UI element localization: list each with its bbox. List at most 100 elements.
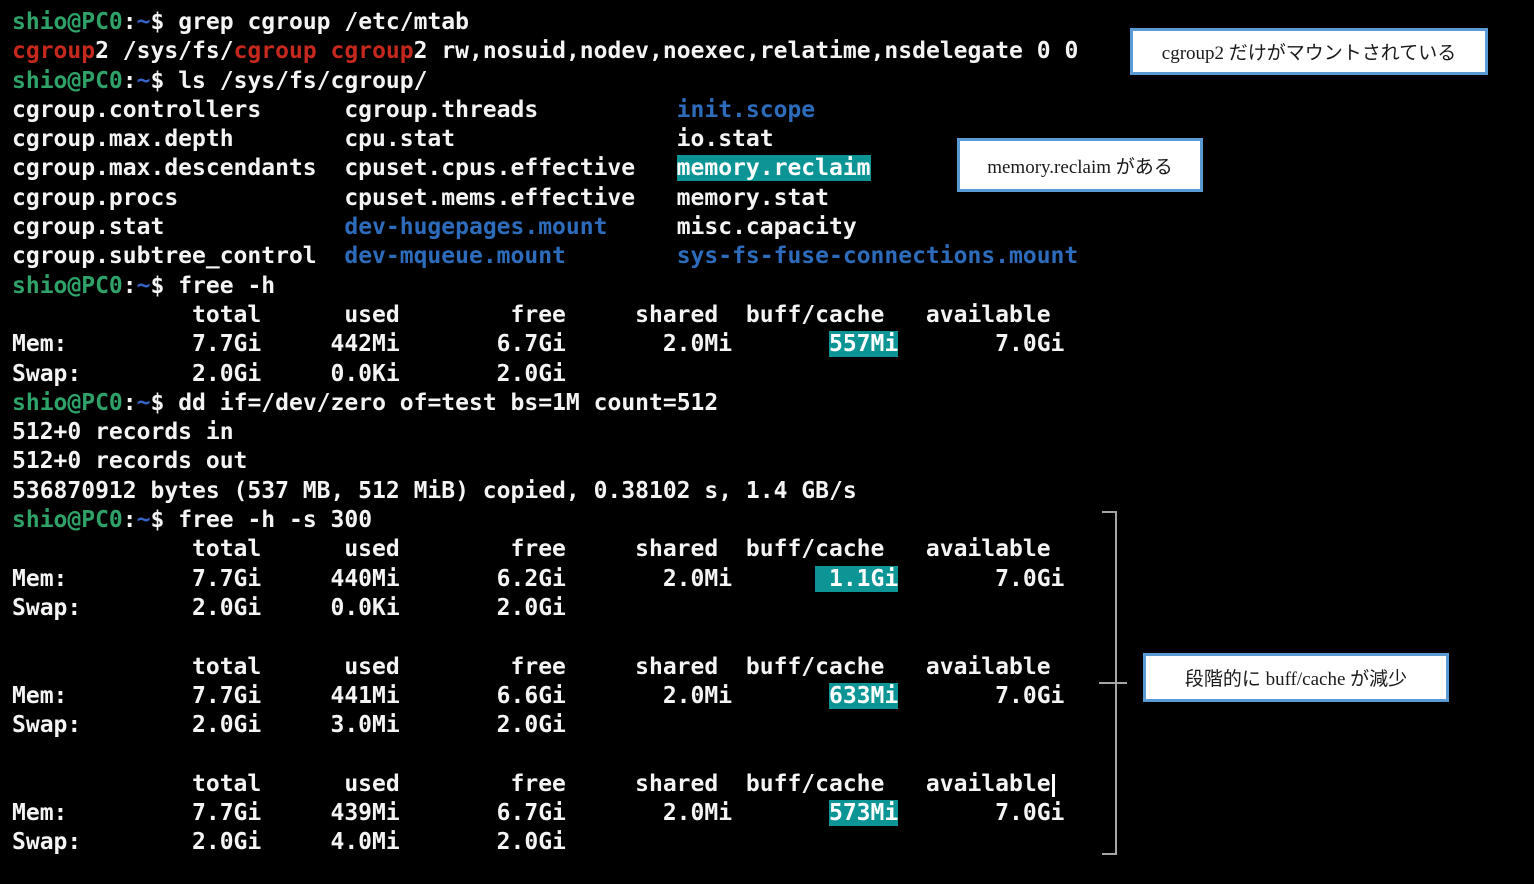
- terminal-text-segment: dev-hugepages.mount: [344, 214, 608, 241]
- terminal-text-segment: 7.0Gi: [898, 800, 1065, 827]
- terminal-line: total used free shared buff/cache availa…: [12, 535, 1078, 564]
- terminal-text-segment: ~: [136, 389, 151, 416]
- terminal-text-segment: [317, 38, 331, 64]
- terminal-text-segment: cgroup: [12, 38, 96, 65]
- terminal-text-segment: [566, 243, 677, 269]
- terminal-text-segment: cgroup.controllers cgroup.threads: [12, 96, 677, 123]
- terminal-text-segment: 633Mi: [828, 682, 899, 709]
- terminal-text-segment: 536870912 bytes (537 MB, 512 MiB) copied…: [12, 477, 857, 504]
- terminal-text-segment: :: [122, 507, 137, 534]
- terminal-text-segment: ~: [136, 507, 151, 534]
- terminal-text-segment: cgroup.procs cpuset.mems.effective memor…: [12, 184, 829, 211]
- terminal-line: Swap: 2.0Gi 4.0Mi 2.0Gi: [12, 828, 1078, 857]
- terminal-line: total used free shared buff/cache availa…: [12, 301, 1078, 330]
- annotation-text: cgroup2 だけがマウントされている: [1161, 43, 1457, 64]
- terminal-text-segment: cgroup.max.depth cpu.stat io.stat: [12, 126, 774, 153]
- terminal-text-segment: Swap: 2.0Gi 4.0Mi 2.0Gi: [12, 829, 566, 856]
- terminal-text-segment: 512+0 records in: [12, 419, 234, 446]
- terminal-text-segment: shio@PC0: [12, 67, 123, 94]
- terminal-line: shio@PC0:~$ ls /sys/fs/cgroup/: [12, 67, 1078, 96]
- annotation-box-cgroup2-mounted: cgroup2 だけがマウントされている: [1130, 28, 1488, 75]
- annotation-box-buffcache-decrease: 段階的に buff/cache が減少: [1143, 653, 1449, 702]
- terminal-text-segment: :: [122, 9, 137, 35]
- terminal-text-segment: total used free shared buff/cache availa…: [12, 301, 1051, 328]
- annotation-box-memory-reclaim: memory.reclaim がある: [957, 138, 1203, 192]
- terminal-line: total used free shared buff/cache availa…: [12, 653, 1078, 682]
- terminal-text-segment: 1.1Gi: [815, 565, 899, 592]
- annotation-text: memory.reclaim がある: [987, 156, 1173, 178]
- terminal-text-segment: cgroup.stat: [12, 214, 345, 241]
- terminal-line: [12, 740, 1078, 769]
- terminal-line: 536870912 bytes (537 MB, 512 MiB) copied…: [12, 477, 1078, 506]
- terminal-text-segment: dd if=/dev/zero of=test bs=1M count=512: [178, 389, 719, 416]
- terminal-text-segment: ~: [136, 9, 151, 35]
- terminal-text-segment: cgroup.subtree_control: [12, 243, 345, 270]
- terminal-text-segment: Swap: 2.0Gi 3.0Mi 2.0Gi: [12, 712, 566, 739]
- terminal-text-segment: :: [122, 272, 137, 299]
- terminal-line: Mem: 7.7Gi 441Mi 6.6Gi 2.0Mi 633Mi 7.0Gi: [12, 682, 1078, 711]
- terminal-line: Swap: 2.0Gi 3.0Mi 2.0Gi: [12, 711, 1078, 740]
- terminal-text-segment: shio@PC0: [12, 507, 123, 534]
- terminal-line: cgroup.controllers cgroup.threads init.s…: [12, 96, 1078, 125]
- terminal-text-segment: cgroup: [330, 38, 414, 65]
- bracket-bottom-tick: [1102, 853, 1117, 855]
- terminal-text-segment: $: [150, 507, 179, 534]
- terminal-line: cgroup.procs cpuset.mems.effective memor…: [12, 184, 1078, 213]
- terminal-text-segment: shio@PC0: [12, 9, 123, 35]
- terminal-line: cgroup.max.descendants cpuset.cpus.effec…: [12, 154, 1078, 183]
- terminal-text-segment: free -h: [178, 272, 276, 299]
- terminal-line: [12, 623, 1078, 652]
- terminal-line: 512+0 records in: [12, 418, 1078, 447]
- terminal-text-segment: total used free shared buff/cache availa…: [12, 536, 1051, 563]
- terminal-text-segment: 2 rw,nosuid,nodev,noexec,relatime,nsdele…: [413, 38, 1079, 65]
- terminal-line: cgroup.max.depth cpu.stat io.stat: [12, 125, 1078, 154]
- terminal-text-segment: ~: [136, 272, 151, 299]
- terminal-text-segment: shio@PC0: [12, 389, 123, 416]
- terminal-text-segment: grep cgroup /etc/mtab: [178, 9, 469, 35]
- terminal-text-segment: cgroup: [233, 38, 317, 65]
- terminal-text-segment: total used free shared buff/cache availa…: [12, 653, 1051, 680]
- terminal-text-segment: total used free shared buff/cache availa…: [12, 770, 1051, 797]
- terminal-line: Swap: 2.0Gi 0.0Ki 2.0Gi: [12, 360, 1078, 389]
- annotation-text: 段階的に buff/cache が減少: [1184, 669, 1408, 690]
- terminal-text-segment: $: [150, 9, 179, 35]
- terminal-text-segment: $: [150, 272, 179, 299]
- terminal-text-segment: free -h -s 300: [178, 507, 373, 534]
- terminal-line: cgroup2 /sys/fs/cgroup cgroup2 rw,nosuid…: [12, 37, 1078, 66]
- terminal-text-segment: dev-mqueue.mount: [344, 243, 566, 270]
- terminal-text-segment: :: [122, 389, 137, 416]
- terminal-text-segment: $: [150, 389, 179, 416]
- bracket-middle-tick: [1099, 682, 1127, 684]
- terminal-text-segment: ~: [136, 67, 151, 94]
- terminal-line: shio@PC0:~$ free -h: [12, 272, 1078, 301]
- terminal-text-segment: 7.0Gi: [898, 565, 1065, 592]
- terminal-text-segment: 557Mi: [828, 331, 899, 358]
- terminal-text-segment: Swap: 2.0Gi 0.0Ki 2.0Gi: [12, 360, 566, 387]
- terminal-text-segment: shio@PC0: [12, 272, 123, 299]
- terminal-text-segment: $: [150, 67, 179, 94]
- terminal-text-segment: ls /sys/fs/cgroup/: [178, 67, 428, 94]
- terminal-text-segment: Swap: 2.0Gi 0.0Ki 2.0Gi: [12, 594, 566, 621]
- terminal-text-segment: 7.0Gi: [898, 682, 1065, 709]
- terminal-line: shio@PC0:~$ free -h -s 300: [12, 506, 1078, 535]
- terminal-text-segment: Mem: 7.7Gi 439Mi 6.7Gi 2.0Mi: [12, 800, 829, 827]
- bracket-top-tick: [1102, 511, 1117, 513]
- terminal-text-segment: misc.capacity: [607, 214, 857, 241]
- terminal-text-segment: memory.reclaim: [676, 155, 871, 182]
- terminal-line: shio@PC0:~$ dd if=/dev/zero of=test bs=1…: [12, 389, 1078, 418]
- terminal-text-segment: Mem: 7.7Gi 441Mi 6.6Gi 2.0Mi: [12, 682, 829, 709]
- terminal-text-segment: Mem: 7.7Gi 440Mi 6.2Gi 2.0Mi: [12, 565, 816, 592]
- terminal-line: Mem: 7.7Gi 442Mi 6.7Gi 2.0Mi 557Mi 7.0Gi: [12, 330, 1078, 359]
- terminal-text-segment: sys-fs-fuse-connections.mount: [676, 243, 1079, 270]
- terminal-line: total used free shared buff/cache availa…: [12, 770, 1078, 799]
- terminal-line: cgroup.stat dev-hugepages.mount misc.cap…: [12, 213, 1078, 242]
- terminal-line: Swap: 2.0Gi 0.0Ki 2.0Gi: [12, 594, 1078, 623]
- terminal-text-segment: Mem: 7.7Gi 442Mi 6.7Gi 2.0Mi: [12, 331, 829, 358]
- terminal-line: Mem: 7.7Gi 439Mi 6.7Gi 2.0Mi 573Mi 7.0Gi: [12, 799, 1078, 828]
- terminal-text-segment: 512+0 records out: [12, 448, 248, 475]
- terminal-line: shio@PC0:~$ grep cgroup /etc/mtab: [12, 8, 1078, 37]
- terminal-line: Mem: 7.7Gi 440Mi 6.2Gi 2.0Mi 1.1Gi 7.0Gi: [12, 565, 1078, 594]
- terminal-line: 512+0 records out: [12, 447, 1078, 476]
- text-cursor-beam: [1051, 773, 1055, 797]
